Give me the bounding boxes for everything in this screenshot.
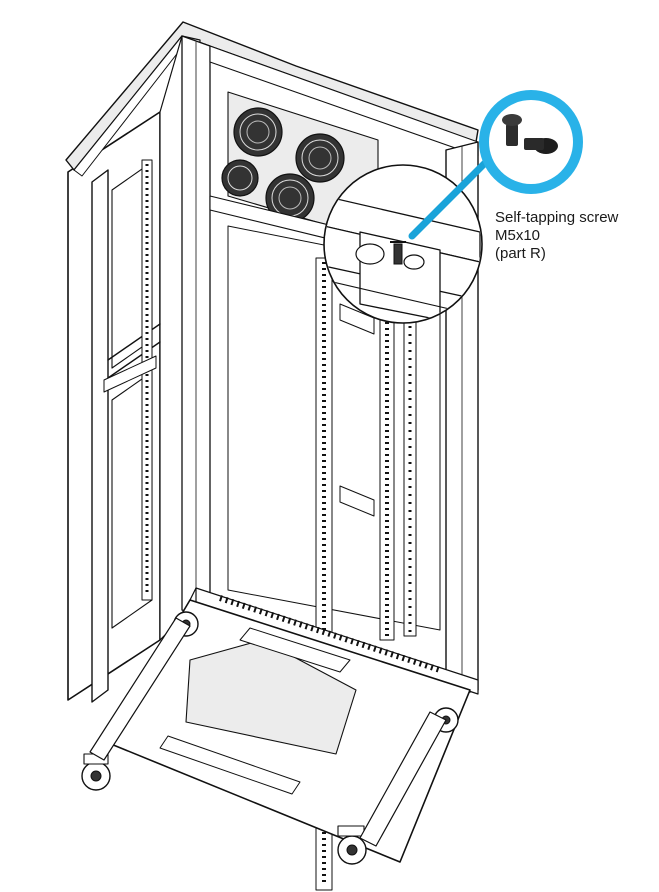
callout-label: Self-tapping screw M5x10 (part R): [495, 209, 655, 263]
caster-wheel-icon: [337, 825, 367, 865]
mounting-rail: [141, 159, 153, 601]
cabinet-frame: [65, 21, 479, 891]
fan-icon: [221, 159, 259, 197]
callout-line1: Self-tapping screw: [495, 209, 619, 226]
mounting-rail: [403, 281, 417, 637]
mounting-rail: [379, 275, 395, 641]
fan-icon: [233, 107, 283, 157]
base-plate: [105, 587, 471, 863]
leader-line: [408, 146, 502, 240]
caster-wheel-icon: [81, 753, 111, 791]
fan-icon: [295, 133, 345, 183]
callout-line3: (part R): [495, 245, 546, 262]
screw-inset: [479, 90, 583, 194]
screw-icon: [502, 114, 558, 154]
callout-line2: M5x10: [495, 227, 541, 244]
